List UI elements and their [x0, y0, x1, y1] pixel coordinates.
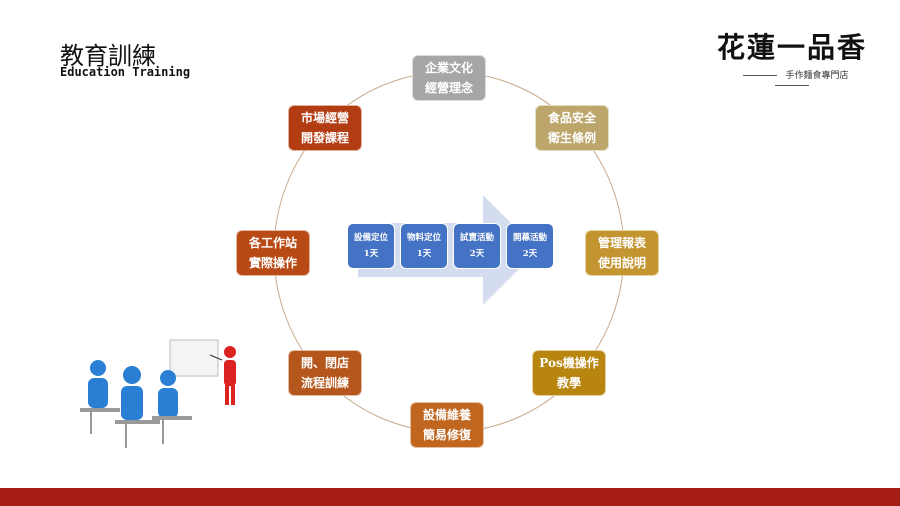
node-line1: 管理報表 [597, 236, 646, 250]
node-line2: 經營理念 [424, 81, 473, 95]
node-line1: 市場經營 [300, 111, 349, 125]
step-name: 開幕活動 [512, 233, 547, 243]
node-line1: Pos機操作 [539, 356, 599, 370]
cycle-node: 設備維養簡易修復 [410, 402, 484, 448]
node-line1: 食品安全 [547, 111, 596, 125]
cycle-node: Pos機操作教學 [532, 350, 606, 396]
process-arrow-icon [358, 195, 538, 305]
step-days: 1天 [416, 249, 432, 259]
node-line2: 開發課程 [300, 131, 349, 145]
brand-logo: 花蓮一品香 手作麵食專門店 [712, 26, 872, 91]
step-name: 物料定位 [406, 233, 441, 243]
cycle-node: 管理報表使用說明 [585, 230, 659, 276]
node-line2: 流程訓練 [300, 376, 349, 390]
node-line1: 各工作站 [248, 236, 297, 250]
node-line2: 簡易修復 [422, 428, 471, 442]
node-line2: 使用說明 [597, 256, 646, 270]
logo-name: 花蓮一品香 [716, 31, 867, 64]
cycle-node: 各工作站實際操作 [236, 230, 310, 276]
process-step: 物料定位 1天 [400, 223, 448, 269]
process-step: 設備定位 1天 [347, 223, 395, 269]
cycle-node: 開、閉店流程訓練 [288, 350, 362, 396]
process-step: 試賣活動 2天 [453, 223, 501, 269]
node-line2: 實際操作 [248, 256, 297, 270]
training-illustration [80, 339, 236, 448]
node-line1: 開、閉店 [300, 356, 349, 370]
step-days: 2天 [469, 249, 485, 259]
process-step: 開幕活動 2天 [506, 223, 554, 269]
cycle-node: 食品安全衛生條例 [535, 105, 609, 151]
page-subtitle: Education Training [60, 65, 191, 79]
cycle-node: 企業文化經營理念 [412, 55, 486, 101]
cycle-node: 市場經營開發課程 [288, 105, 362, 151]
logo-tagline: 手作麵食專門店 [712, 68, 872, 91]
step-name: 設備定位 [353, 233, 388, 243]
step-days: 2天 [522, 249, 538, 259]
node-line1: 設備維養 [422, 408, 471, 422]
step-name: 試賣活動 [459, 233, 494, 243]
step-days: 1天 [363, 249, 379, 259]
page-title: 教育訓練 [60, 42, 156, 70]
node-line1: 企業文化 [424, 61, 473, 75]
node-line2: 教學 [556, 376, 581, 390]
node-line2: 衛生條例 [547, 131, 596, 145]
footer-bar [0, 488, 900, 506]
